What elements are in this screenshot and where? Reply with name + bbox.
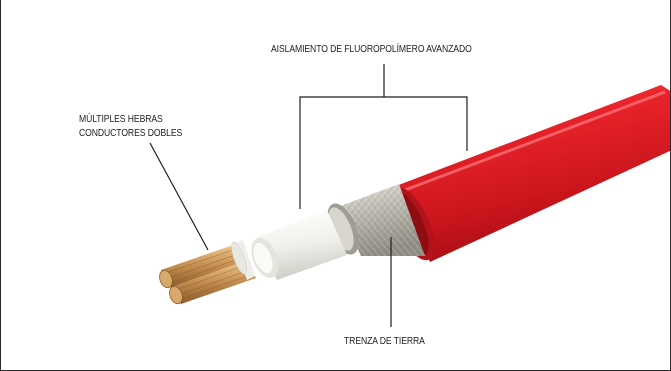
braid-label: TRENZA DE TIERRA	[344, 335, 425, 347]
insulation-bracket	[299, 96, 468, 209]
jacket	[391, 85, 670, 262]
inner-insulation	[251, 210, 347, 280]
leader-lines	[149, 64, 468, 327]
insulation-label: AISLAMIENTO DE FLUOROPOLÍMERO AVANZADO	[271, 43, 472, 55]
conductors-label: MÚLTIPLES HEBRAS CONDUCTORES DOBLES	[79, 112, 182, 140]
conductors-label-line-1: MÚLTIPLES HEBRAS	[79, 113, 163, 125]
conductors-leader	[149, 142, 209, 251]
copper-strands	[159, 240, 256, 305]
conductors-label-line-2: CONDUCTORES DOBLES	[79, 127, 183, 139]
